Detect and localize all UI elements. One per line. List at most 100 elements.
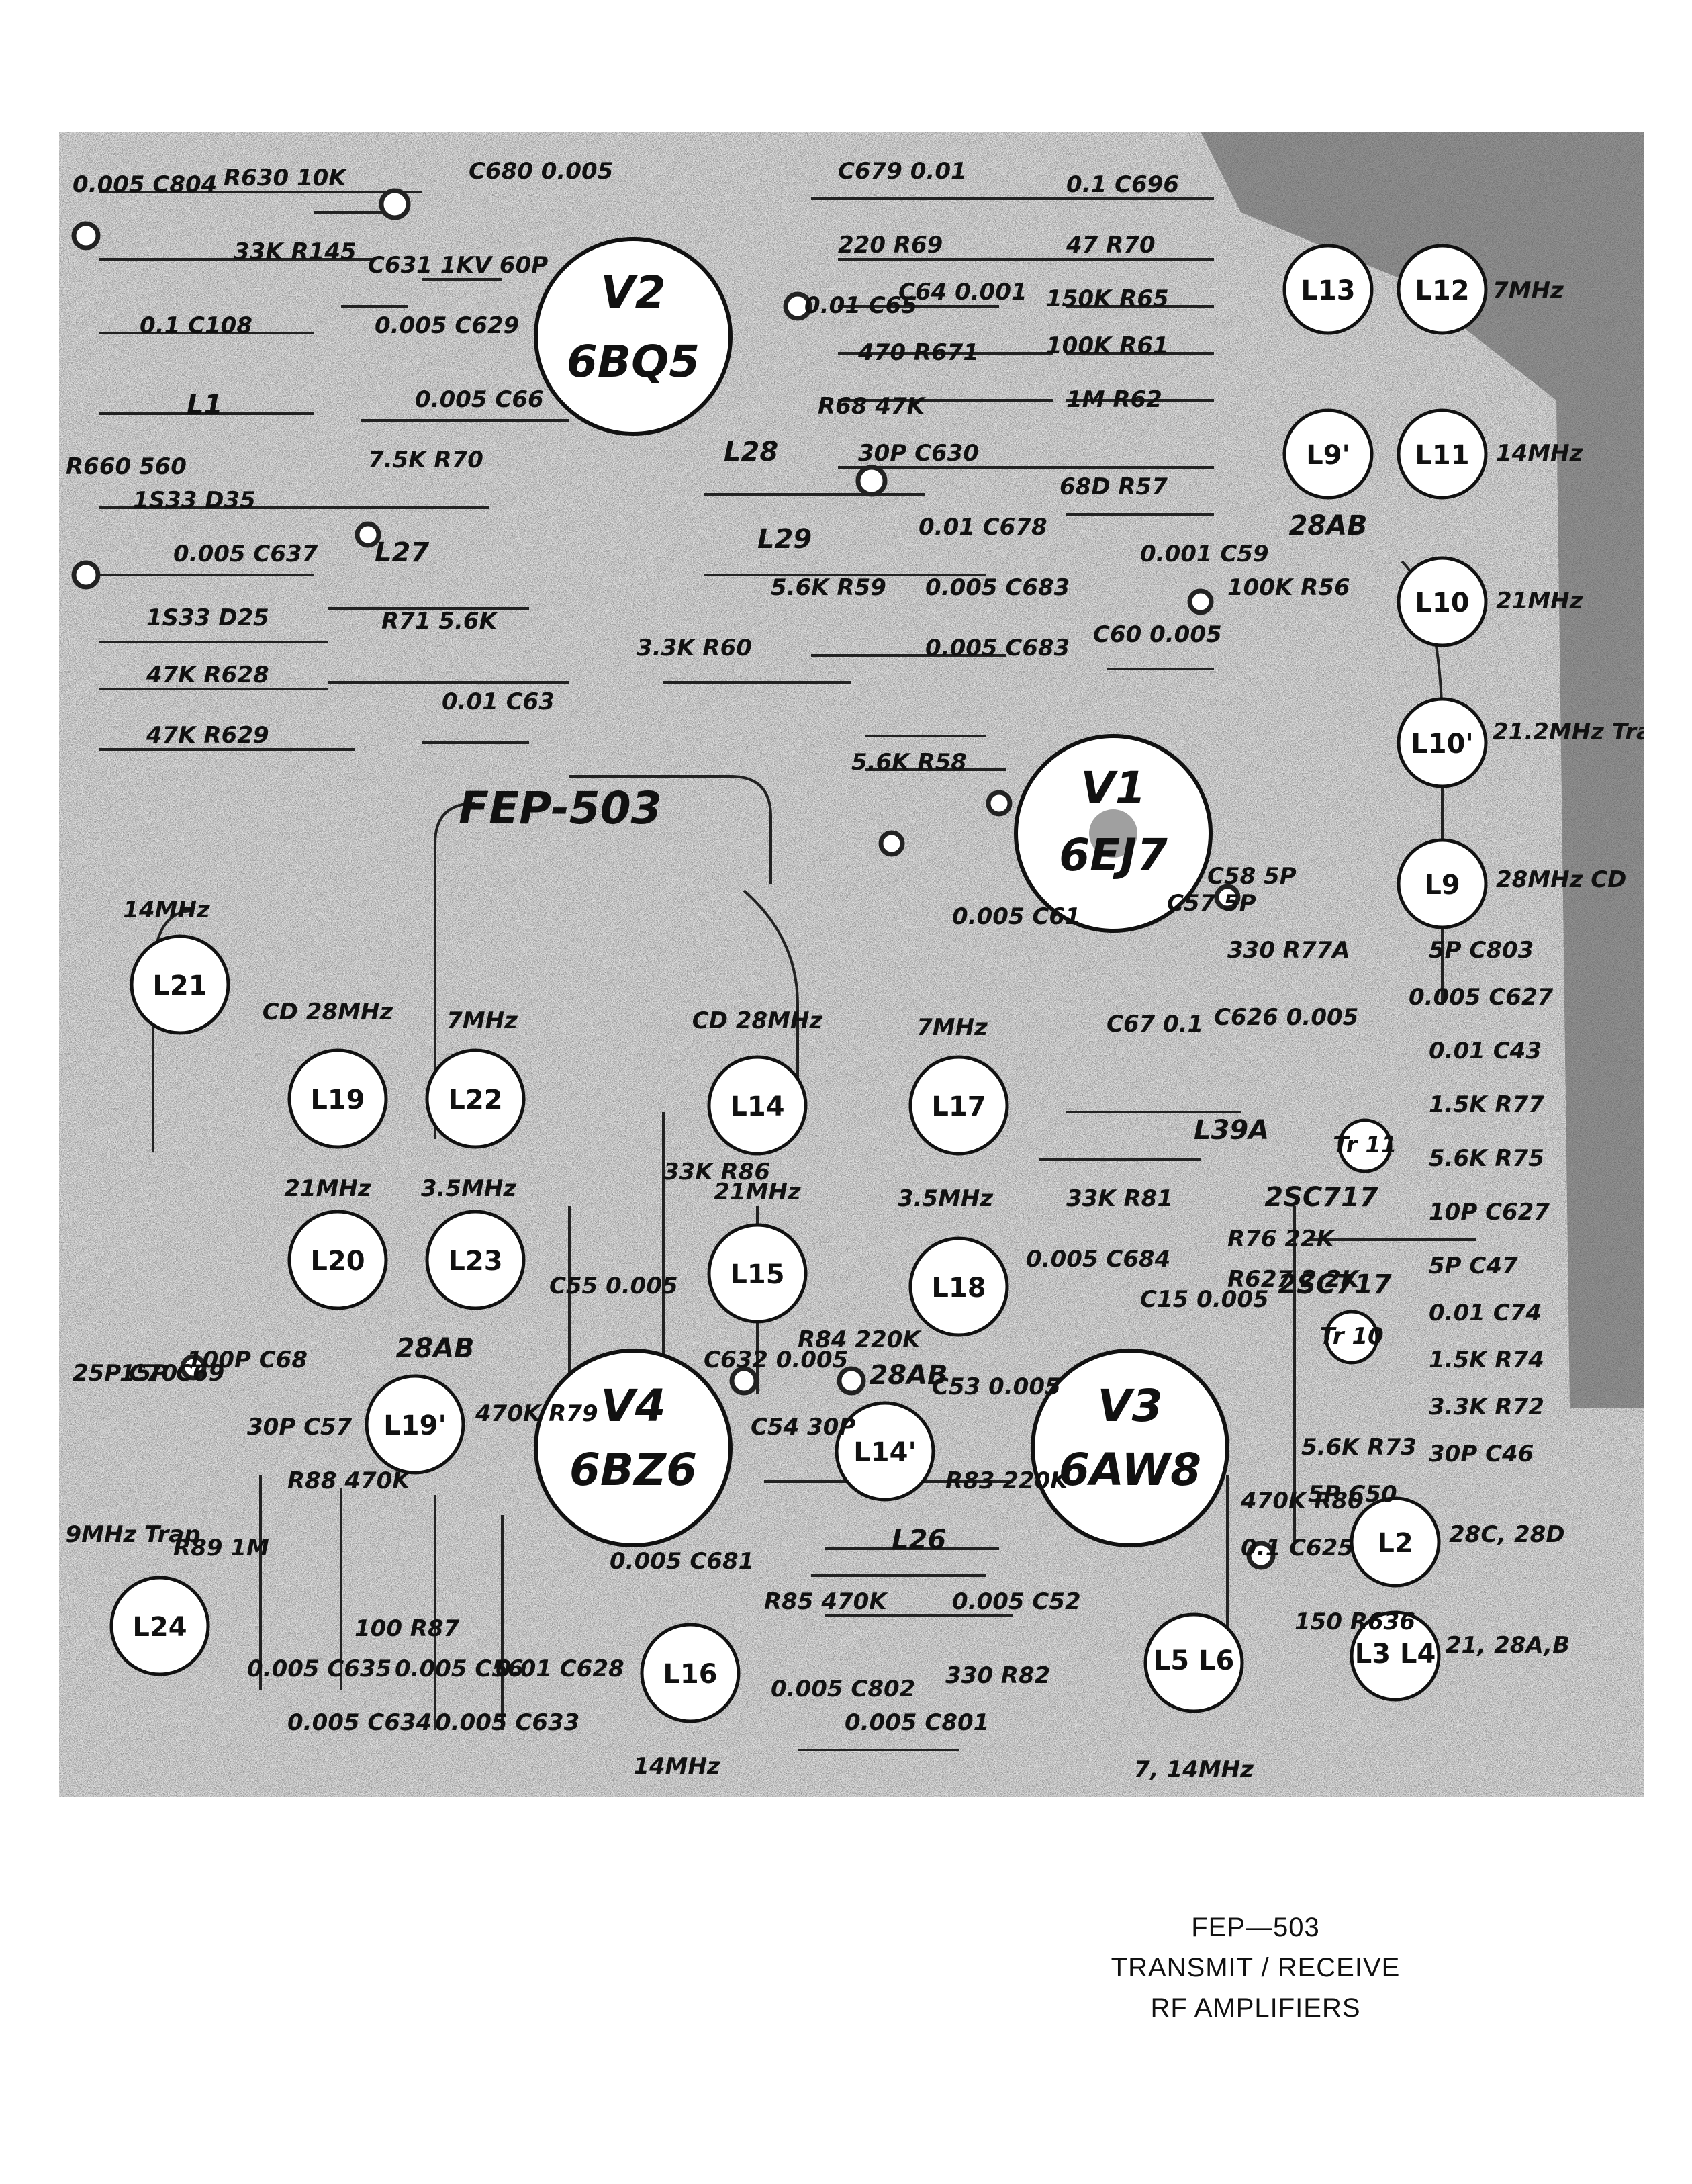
svg-text:25P C70: 25P C70: [73, 1360, 177, 1387]
coil-l9: L9 28MHz CD: [1397, 838, 1626, 929]
svg-text:2SC717: 2SC717: [1264, 1182, 1378, 1213]
coil-l13: L13: [1282, 244, 1374, 335]
svg-text:R630 10K: R630 10K: [224, 165, 348, 191]
svg-text:C54 30P: C54 30P: [751, 1414, 855, 1441]
svg-text:0.005 C802: 0.005 C802: [771, 1676, 915, 1702]
dark-corner-top-right: [1201, 132, 1644, 1408]
svg-text:21, 28A,B: 21, 28A,B: [1446, 1632, 1570, 1659]
coil-l11: L11 14MHz: [1397, 408, 1583, 500]
svg-text:R88 470K: R88 470K: [287, 1467, 412, 1494]
svg-text:L10: L10: [1415, 588, 1469, 619]
svg-text:R85 470K: R85 470K: [764, 1588, 888, 1615]
svg-text:7MHz: 7MHz: [1493, 277, 1564, 304]
svg-text:0.01 C74: 0.01 C74: [1429, 1300, 1542, 1326]
svg-text:C631 1KV 60P: C631 1KV 60P: [368, 252, 548, 279]
svg-text:C632 0.005: C632 0.005: [704, 1347, 848, 1373]
figure-caption: FEP—503 TRANSMIT / RECEIVE RF AMPLIFIERS: [1041, 1907, 1470, 2028]
svg-text:C57 5P: C57 5P: [1167, 890, 1256, 917]
svg-text:1S33 D25: 1S33 D25: [146, 604, 269, 631]
svg-text:L13: L13: [1301, 275, 1355, 306]
coil-l14-prime: L14'28AB: [835, 1360, 948, 1502]
svg-text:L2: L2: [1377, 1528, 1413, 1559]
svg-text:28MHz CD: 28MHz CD: [1496, 866, 1626, 893]
svg-text:14MHz: 14MHz: [1496, 440, 1583, 467]
svg-text:L9': L9': [1306, 440, 1350, 471]
svg-text:21.2MHz Trap: 21.2MHz Trap: [1493, 719, 1644, 745]
coil-l19: L19 CD 28MHz: [263, 999, 393, 1149]
svg-text:CD 28MHz: CD 28MHz: [263, 999, 393, 1026]
svg-text:R68 47K: R68 47K: [818, 393, 927, 420]
svg-text:10P C627: 10P C627: [1429, 1199, 1550, 1226]
svg-text:C64 0.001: C64 0.001: [898, 279, 1027, 306]
svg-text:30P C630: 30P C630: [858, 440, 979, 467]
svg-text:L11: L11: [1415, 440, 1469, 471]
svg-text:L39A: L39A: [1194, 1115, 1269, 1146]
svg-text:0.005 C634: 0.005 C634: [287, 1709, 432, 1736]
svg-text:330 R77A: 330 R77A: [1227, 937, 1350, 964]
svg-text:C15 0.005: C15 0.005: [1140, 1286, 1269, 1313]
svg-text:28AB: 28AB: [395, 1333, 474, 1364]
svg-text:0.005 C56: 0.005 C56: [395, 1655, 524, 1682]
tube-v1: V1 6EJ7: [1014, 734, 1213, 933]
svg-text:5P C50: 5P C50: [1308, 1481, 1397, 1508]
svg-text:3.5MHz: 3.5MHz: [421, 1175, 517, 1202]
coil-l5-l6: L5 L67, 14MHz: [1134, 1612, 1254, 1783]
svg-text:220 R69: 220 R69: [838, 232, 943, 259]
svg-text:C680 0.005: C680 0.005: [469, 158, 613, 185]
svg-text:9MHz Trap: 9MHz Trap: [65, 1521, 200, 1548]
svg-text:R76 22K: R76 22K: [1227, 1226, 1336, 1253]
svg-text:0.005 C681: 0.005 C681: [610, 1548, 754, 1575]
svg-text:L19: L19: [310, 1085, 365, 1116]
svg-text:0.1 C108: 0.1 C108: [140, 312, 252, 339]
svg-text:0.005 C683: 0.005 C683: [925, 635, 1070, 662]
svg-text:C67 0.1: C67 0.1: [1107, 1011, 1203, 1038]
svg-text:0.01 C65: 0.01 C65: [804, 292, 917, 319]
coil-l3-l4: L3 L4 21, 28A,B: [1350, 1610, 1570, 1702]
svg-text:100K R61: 100K R61: [1046, 332, 1169, 359]
svg-text:0.01 C43: 0.01 C43: [1429, 1038, 1542, 1064]
svg-text:330 R82: 330 R82: [945, 1662, 1050, 1689]
svg-text:0.005 C635: 0.005 C635: [247, 1655, 391, 1682]
svg-text:0.01 C678: 0.01 C678: [919, 514, 1047, 541]
svg-text:L21: L21: [152, 970, 207, 1001]
svg-text:150 R636: 150 R636: [1295, 1608, 1415, 1635]
svg-text:30P C46: 30P C46: [1429, 1441, 1534, 1467]
svg-text:R83 220K: R83 220K: [945, 1467, 1070, 1494]
coil-l21: L21 14MHz: [123, 897, 230, 1035]
svg-text:L10': L10': [1411, 729, 1473, 760]
svg-text:L27: L27: [375, 537, 429, 568]
svg-text:R627 2.2K: R627 2.2K: [1227, 1266, 1360, 1293]
svg-text:0.005 C684: 0.005 C684: [1026, 1246, 1170, 1273]
svg-text:21MHz: 21MHz: [284, 1175, 371, 1202]
svg-text:6AW8: 6AW8: [1059, 1444, 1201, 1496]
svg-text:C55 0.005: C55 0.005: [549, 1273, 678, 1300]
svg-text:C626 0.005: C626 0.005: [1214, 1004, 1358, 1031]
svg-text:L16: L16: [663, 1659, 717, 1690]
svg-text:68D R57: 68D R57: [1060, 473, 1168, 500]
svg-text:0.005 C633: 0.005 C633: [435, 1709, 579, 1736]
svg-text:1.5K R77: 1.5K R77: [1429, 1091, 1544, 1118]
svg-text:0.005 C801: 0.005 C801: [845, 1709, 989, 1736]
svg-text:5.6K R58: 5.6K R58: [851, 749, 967, 776]
svg-text:28AB: 28AB: [869, 1360, 947, 1391]
transistor-tr10: Tr 10 2SC717: [1278, 1269, 1392, 1365]
svg-text:1M R62: 1M R62: [1066, 386, 1162, 413]
svg-text:5.6K R73: 5.6K R73: [1301, 1434, 1417, 1461]
svg-text:L9: L9: [1424, 870, 1460, 901]
svg-text:L3 L4: L3 L4: [1355, 1639, 1436, 1670]
svg-text:V1: V1: [1080, 762, 1145, 814]
svg-text:C53 0.005: C53 0.005: [932, 1373, 1061, 1400]
svg-text:R84 220K: R84 220K: [798, 1326, 922, 1353]
caption-function: TRANSMIT / RECEIVE: [1111, 1953, 1401, 1983]
svg-text:14MHz: 14MHz: [123, 897, 210, 923]
svg-text:100 R87: 100 R87: [355, 1615, 460, 1642]
svg-text:0.1 C696: 0.1 C696: [1066, 171, 1179, 198]
